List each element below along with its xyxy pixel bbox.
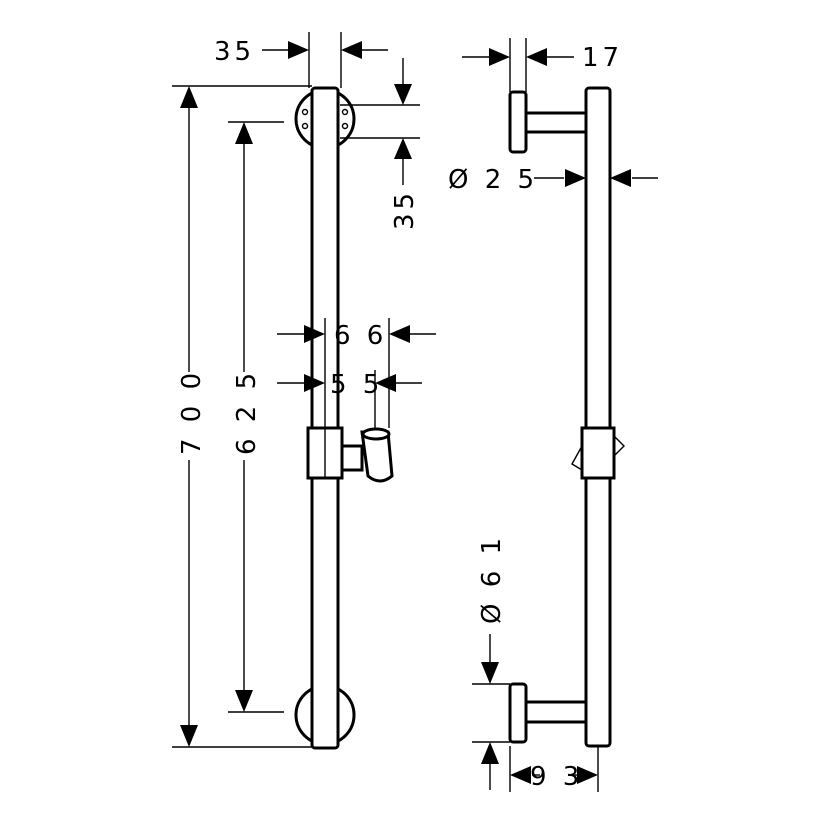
dim-label-diameter-25: Ø 2 5 — [448, 165, 538, 195]
shower-holder — [360, 430, 394, 483]
side-top-bracket — [508, 90, 528, 154]
dim-625: 6 2 5 — [228, 121, 284, 713]
side-bottom-arm — [524, 700, 593, 724]
holder-opening — [361, 427, 391, 441]
dim-label-17: 17 — [582, 43, 623, 73]
screw-holes — [301, 108, 349, 130]
dim-label-93: 9 3 — [530, 762, 583, 792]
dim-label-66: 6 6 — [334, 321, 387, 351]
holder-arm — [340, 444, 364, 472]
dim-17: 17 — [462, 38, 623, 92]
side-slider-lever-left — [571, 445, 583, 471]
side-bottom-bracket — [508, 682, 528, 744]
dim-label-625: 6 2 5 — [232, 369, 262, 455]
dim-label-side-35: 35 — [390, 189, 420, 230]
side-rail — [584, 86, 612, 748]
dim-diameter-61: Ø 6 1 — [472, 534, 510, 790]
side-slider-lever-right — [613, 435, 625, 457]
dim-side-35: 35 — [340, 58, 420, 230]
dim-55: 5 5 — [277, 370, 422, 428]
dim-top-35: 35 — [214, 32, 388, 88]
dim-label-55: 5 5 — [330, 370, 383, 400]
dim-66: 6 6 — [277, 318, 436, 428]
side-view — [508, 86, 625, 748]
dim-93: 9 3 — [509, 746, 599, 792]
dim-label-700: 7 0 0 — [177, 369, 207, 455]
dim-label-diameter-61: Ø 6 1 — [477, 534, 507, 624]
side-top-arm — [524, 111, 593, 134]
side-slider — [580, 426, 616, 480]
front-view — [294, 86, 394, 750]
dim-diameter-25: Ø 2 5 — [448, 165, 658, 195]
dim-700: 7 0 0 — [172, 85, 312, 748]
dim-label-top-35: 35 — [214, 37, 255, 67]
